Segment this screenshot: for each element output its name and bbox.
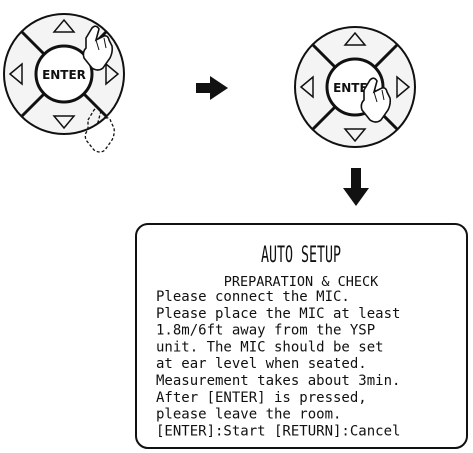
down-arrow-icon[interactable] (52, 115, 76, 130)
enter-button-label: ENTER (42, 68, 86, 82)
remote-pad-left: ENTER (3, 13, 125, 153)
up-arrow-icon[interactable] (52, 18, 76, 33)
pad-divider (20, 30, 47, 57)
lcd-line: After [ENTER] is pressed, (156, 390, 367, 406)
pad-divider (311, 104, 338, 131)
down-arrow-icon[interactable] (343, 128, 367, 143)
lcd-line: 1.8m/6ft away from the YSP (156, 323, 375, 339)
lcd-line: Measurement takes about 3min. (156, 373, 400, 389)
lcd-subtitle: PREPARATION & CHECK (224, 274, 379, 290)
pad-divider (20, 91, 47, 118)
lcd-body: Please connect the MIC.Please place the … (156, 289, 400, 439)
left-arrow-icon[interactable] (299, 75, 314, 99)
left-arrow-icon[interactable] (8, 62, 23, 86)
remote-pad-right: ENTER (294, 26, 416, 148)
pad-divider (81, 91, 108, 118)
down-arrow-indicator-icon (343, 168, 369, 206)
lcd-screen: AUTO SETUP PREPARATION & CHECK Please co… (135, 223, 468, 449)
right-arrow-icon[interactable] (105, 62, 120, 86)
lcd-line: Please place the MIC at least (156, 306, 400, 322)
lcd-line: at ear level when seated. (156, 356, 367, 372)
right-arrow-indicator-icon (196, 76, 228, 100)
enter-button[interactable] (34, 44, 94, 104)
lcd-line: unit. The MIC should be set (156, 339, 384, 355)
pointing-hand-icon (360, 77, 392, 123)
pointing-hand-icon (82, 25, 114, 71)
lcd-line: [ENTER]:Start [RETURN]:Cancel (156, 423, 400, 439)
lcd-title: AUTO SETUP (261, 243, 341, 268)
lcd-frame (135, 223, 468, 449)
lcd-line: Please connect the MIC. (156, 289, 350, 305)
pad-divider (372, 43, 399, 70)
lcd-line: please leave the room. (156, 407, 341, 423)
pad-divider (311, 43, 338, 70)
up-arrow-icon[interactable] (343, 31, 367, 46)
right-arrow-icon[interactable] (396, 75, 411, 99)
